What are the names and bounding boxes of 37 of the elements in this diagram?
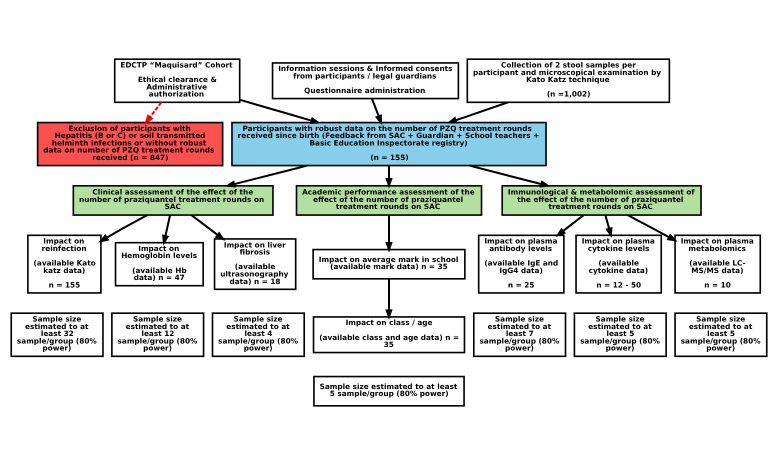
arrow — [385, 214, 393, 252]
arrow — [98, 214, 148, 242]
arrow — [190, 214, 226, 240]
arrow — [240, 98, 321, 124]
node-box: Impact on Hemoglobin levels (available Hb data) n = 47 — [114, 241, 204, 286]
node-box: EDCTP “Maquisard” Cohort Ethical clearance & Administrative authorization — [114, 58, 240, 103]
arrow — [371, 98, 382, 125]
node-box: Sample size estimated to at least 4 sample/group (80% power) — [212, 312, 306, 357]
arrow — [469, 164, 551, 187]
arrow — [385, 278, 393, 320]
node-box: Academic performance assessment of the effect of the number of praziquantel treatment rounds on SAC — [296, 184, 482, 216]
arrow — [604, 214, 612, 238]
node-box: Information sessions & Informed consents from participants / legal guardians Questionnaire administration — [272, 62, 460, 99]
node-box: Clinical assessment of the effect of the number of praziquantel treatment rounds on SAC — [72, 184, 274, 216]
node-box: Immunological & metabolomic assessment of the effect of the number of praziquantel treatment rounds on SAC — [501, 184, 702, 216]
node-box: Sample size estimated to at least 12 sample/group (80% power) — [111, 312, 204, 357]
node-box: Impact on average mark in school (available mark data) n = 35 — [312, 248, 466, 280]
node-box: Impact on plasma cytokine levels (available cytokine data) n = 12 - 50 — [575, 234, 662, 294]
node-box: Collection of 2 stool samples per participant and microscopical examination by Kato Katz technique (n =1,002) — [466, 58, 670, 103]
node-box: Impact on reinfection (available Kato katz data) n = 155 — [27, 234, 102, 294]
node-box: Impact on plasma metabolomics (available LC-MS/MS data) n = 10 — [674, 234, 762, 294]
node-box: Sample size estimated to at least 32 sample/group (80% power) — [10, 312, 104, 357]
arrow — [555, 214, 584, 236]
node-box: Impact on class / age (available class and age data) n = 35 — [312, 316, 466, 353]
node-box: Sample size estimated to at least 7 sample/group (80% power) — [472, 312, 566, 357]
arrow — [627, 214, 678, 242]
arrow — [224, 164, 308, 188]
arrow — [144, 101, 162, 124]
node-box: Sample size estimated to at least 5 sample/group (80% power) — [313, 375, 465, 406]
arrow — [385, 165, 393, 188]
node-box: Impact on plasma antibody levels (available IgE and IgG4 data) n = 25 — [478, 234, 565, 294]
arrow — [162, 214, 171, 245]
node-box: Participants with robust data on the number of PZQ treatment rounds received since birth (Feedback from SAC + Guardian + School teachers + Basic Education Inspectorate registry) (n = 155) — [231, 121, 547, 166]
node-box: Sample size estimated to at least 5 sample/group (80% power) — [574, 312, 667, 357]
node-box: Sample size estimated to at least 5 sample/group (80% power) — [674, 312, 768, 357]
node-box: Exclusion of participants with Hepatitis (B or C) or soil transmitted helminth infections or without robust data on number of PZQ treatment rounds received (n = 847) — [36, 121, 224, 166]
node-box: Impact on liver fibrosis (available ultrasonography data) n = 18 — [214, 238, 296, 290]
